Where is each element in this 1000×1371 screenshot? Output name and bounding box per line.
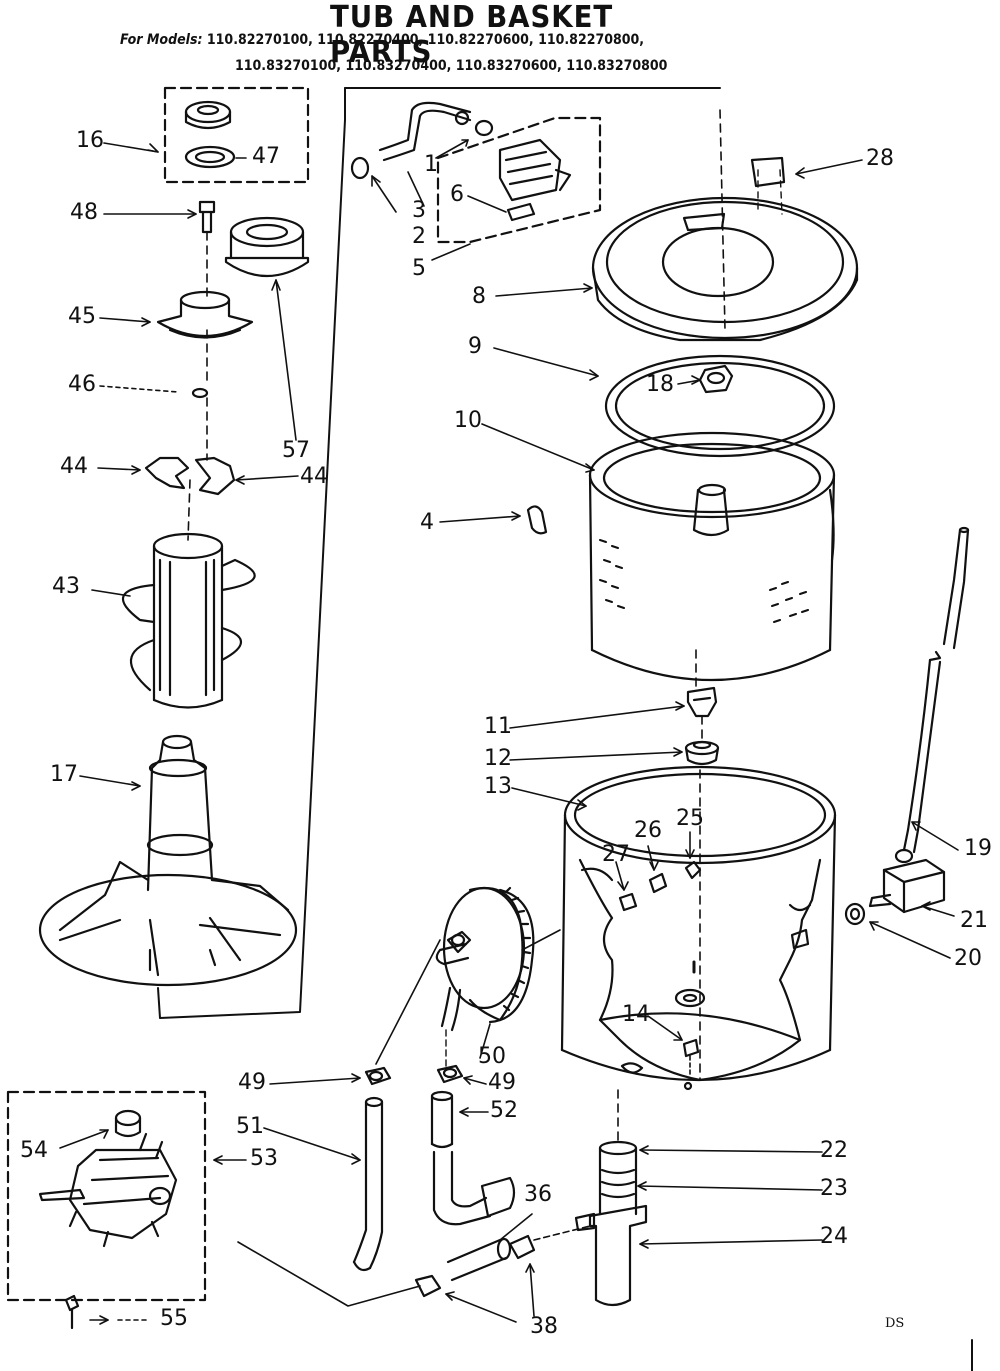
- models-label: For Models:: [120, 32, 203, 48]
- callout-55: 55: [160, 1306, 188, 1331]
- callout-44-right: 44: [300, 464, 328, 489]
- inlet-valve-part: [498, 138, 572, 222]
- callout-26: 26: [634, 818, 662, 843]
- callout-23: 23: [820, 1176, 848, 1201]
- diagram-code: DS: [885, 1316, 905, 1331]
- callout-1: 1: [424, 152, 438, 177]
- callout-17: 17: [50, 762, 78, 787]
- callout-4: 4: [420, 510, 434, 535]
- callout-53: 53: [250, 1146, 278, 1171]
- softener-cap-part: [184, 100, 232, 130]
- agitator-cap-part: [156, 290, 254, 339]
- agitator-dogs-part: [144, 456, 236, 496]
- models-list-1: 110.82270100, 110.82270400, 110.82270600…: [206, 32, 645, 48]
- wash-basket-part: [588, 431, 836, 681]
- callout-19: 19: [964, 836, 992, 861]
- callout-11: 11: [484, 714, 512, 739]
- drain-hose-part: [352, 1096, 384, 1272]
- callout-24: 24: [820, 1224, 848, 1249]
- callout-13: 13: [484, 774, 512, 799]
- assembly-axis-line: [187, 231, 208, 541]
- callout-18: 18: [646, 372, 674, 397]
- pump-assembly-part: [38, 1109, 178, 1330]
- callout-36: 36: [524, 1182, 552, 1207]
- callout-16: 16: [76, 128, 104, 153]
- tub-ring-part: [591, 196, 859, 342]
- callout-43: 43: [52, 574, 80, 599]
- callout-25: 25: [676, 806, 704, 831]
- callout-22: 22: [820, 1138, 848, 1163]
- pump-cover-part: [435, 886, 535, 1032]
- hose-clamp-part-a: [364, 1066, 392, 1086]
- tub-axis-line-lower: [699, 715, 703, 1081]
- callout-45: 45: [68, 304, 96, 329]
- agitator-barrel-part: [121, 532, 256, 709]
- seal-ring-part: [184, 145, 236, 169]
- callout-12: 12: [484, 746, 512, 771]
- callout-52: 52: [490, 1098, 518, 1123]
- spin-nut-part: [698, 364, 734, 394]
- callout-47: 47: [252, 144, 280, 169]
- pump-hose-part: [430, 1090, 516, 1226]
- callout-10: 10: [454, 408, 482, 433]
- tub-axis-line: [719, 109, 726, 331]
- callout-57: 57: [282, 438, 310, 463]
- balance-ring-part: [604, 354, 836, 458]
- drive-block-part: [686, 686, 718, 718]
- callout-3: 3: [412, 198, 426, 223]
- outer-tub-part: [560, 765, 837, 1082]
- right-leader-lines: [59, 159, 959, 1325]
- callout-28: 28: [866, 146, 894, 171]
- tub-bolt-part: [682, 1038, 700, 1091]
- left-panel-border: [157, 87, 346, 1019]
- pump-assembly-box: [6, 1090, 207, 1302]
- air-dome-hose-part: [902, 526, 970, 854]
- diagram-title: TUB AND BASKET PARTS: [330, 0, 614, 70]
- callout-8: 8: [472, 284, 486, 309]
- drain-tube-part: [574, 1140, 648, 1307]
- water-inlet-box: [436, 116, 602, 244]
- grommet-part: [844, 902, 866, 926]
- agitator-bolt-part: [198, 200, 216, 234]
- models-line-1: For Models: 110.82270100, 110.82270400, …: [120, 32, 1000, 48]
- connector-line: [237, 1241, 421, 1307]
- air-dome-block-part: [868, 848, 946, 914]
- fill-hose-part: [350, 101, 494, 180]
- small-fasteners-part: [618, 860, 702, 974]
- agitator-base-part: [38, 734, 298, 987]
- models-line-2: 110.83270100, 110.83270400, 110.83270600…: [235, 58, 668, 74]
- callout-49-right: 49: [488, 1070, 516, 1095]
- callout-49-left: 49: [238, 1070, 266, 1095]
- callout-48: 48: [70, 200, 98, 225]
- pump-to-49-line: [375, 939, 441, 1065]
- left-leader-lines: [79, 142, 299, 791]
- callout-21: 21: [960, 908, 988, 933]
- dispenser-cup-part: [224, 216, 310, 278]
- fabric-softener-box: [163, 86, 310, 184]
- callout-38: 38: [530, 1314, 558, 1339]
- hose-leader-lines: [371, 139, 507, 261]
- connector-hose-part: [414, 1234, 536, 1298]
- callout-51: 51: [236, 1114, 264, 1139]
- callout-6: 6: [450, 182, 464, 207]
- callout-2: 2: [412, 224, 426, 249]
- tub-cover-clip-part: [750, 156, 786, 215]
- callout-9: 9: [468, 334, 482, 359]
- callout-20: 20: [954, 946, 982, 971]
- callout-50: 50: [478, 1044, 506, 1069]
- basket-clip-part: [526, 505, 548, 535]
- callout-54: 54: [20, 1138, 48, 1163]
- callout-44-left: 44: [60, 454, 88, 479]
- callout-46: 46: [68, 372, 96, 397]
- hose-clamp-part-b: [436, 1064, 464, 1084]
- tub-seal-part: [684, 740, 720, 766]
- washer-part: [191, 387, 209, 399]
- callout-14: 14: [622, 1002, 650, 1027]
- callout-27: 27: [602, 842, 630, 867]
- callout-5: 5: [412, 256, 426, 281]
